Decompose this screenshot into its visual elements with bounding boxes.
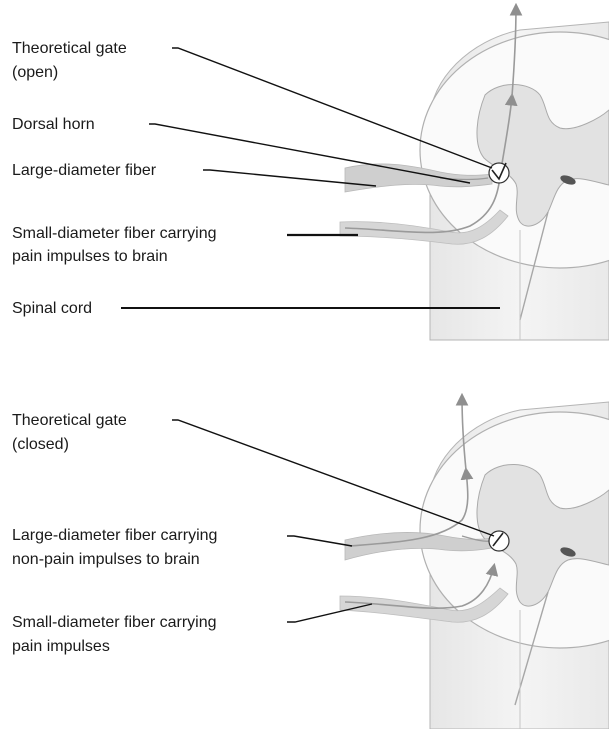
gate-open-label-line1: Theoretical gate — [12, 38, 127, 59]
dorsal-horn-label: Dorsal horn — [12, 114, 95, 135]
gate-closed-label-line2: (closed) — [12, 434, 69, 455]
leader-small-fiber-pain — [287, 604, 372, 622]
top-gate-open — [489, 163, 509, 183]
leader-large-fiber-nonpain — [287, 536, 352, 546]
large-fiber-nonpain-label-line2: non-pain impulses to brain — [12, 549, 200, 570]
small-fiber-label-line1: Small-diameter fiber carrying — [12, 223, 217, 244]
spinal-cord-label: Spinal cord — [12, 298, 92, 319]
small-fiber-pain-label-line1: Small-diameter fiber carrying — [12, 612, 217, 633]
bottom-spinal-cord — [420, 402, 609, 729]
small-fiber-pain-label-line2: pain impulses — [12, 636, 110, 657]
gate-closed-label-line1: Theoretical gate — [12, 410, 127, 431]
gate-open-label-line2: (open) — [12, 62, 58, 83]
bottom-gate-closed — [489, 531, 509, 551]
large-fiber-nonpain-label-line1: Large-diameter fiber carrying — [12, 525, 217, 546]
large-fiber-label: Large-diameter fiber — [12, 160, 156, 181]
small-fiber-label-line2: pain impulses to brain — [12, 246, 168, 267]
